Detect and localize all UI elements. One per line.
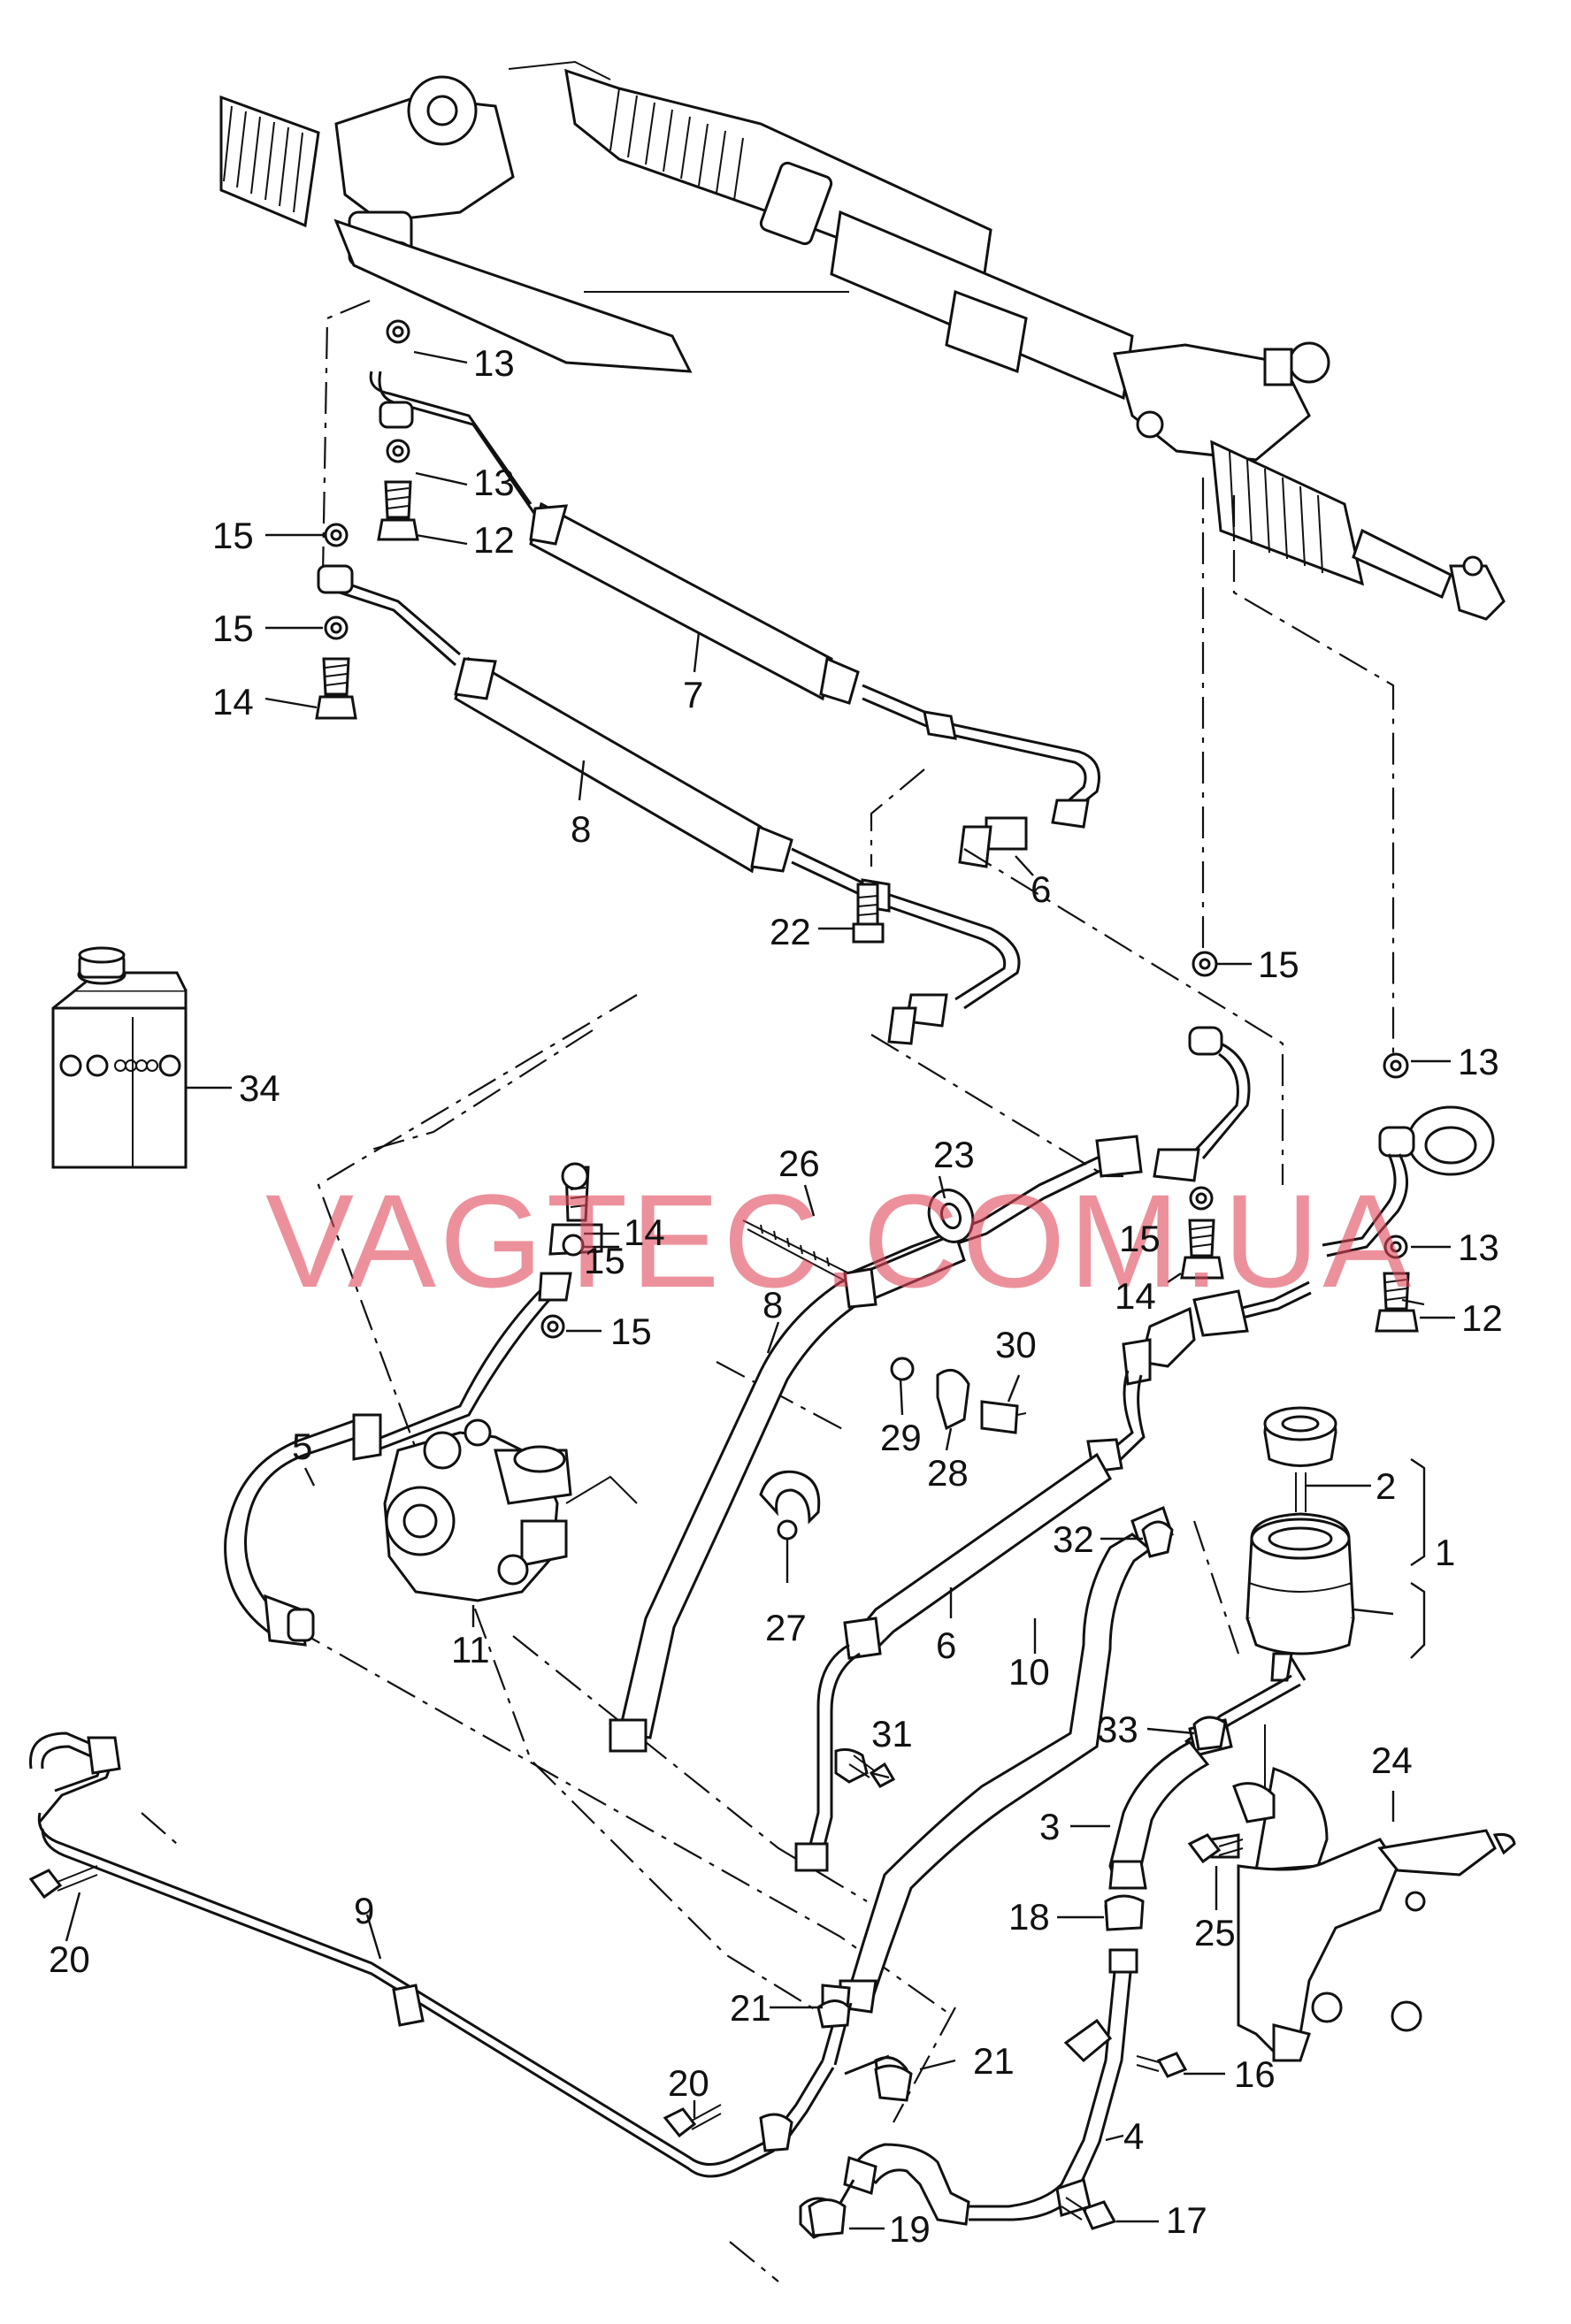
label-14: 14 — [1115, 1275, 1156, 1317]
fitting-stack-left — [315, 319, 419, 720]
label-13: 13 — [1458, 1227, 1499, 1268]
alignment-lines — [141, 299, 1395, 2282]
label-15: 15 — [584, 1240, 625, 1281]
line-4 — [799, 1948, 1138, 2239]
label-11: 11 — [451, 1629, 490, 1670]
label-22: 22 — [770, 911, 811, 952]
label-25: 25 — [1194, 1912, 1236, 1953]
fitting-stack-far-right — [1322, 1052, 1495, 1333]
fluid-can — [51, 946, 188, 1169]
bolt-17 — [1061, 2197, 1117, 2230]
line-10 — [839, 1505, 1174, 2014]
bolt-16 — [1136, 2052, 1188, 2078]
fitting-stack-right — [1153, 951, 1251, 1280]
label-10: 10 — [1008, 1651, 1050, 1693]
rack-valve-housing-right — [1113, 341, 1330, 462]
label-34: 34 — [239, 1067, 280, 1109]
steering-rack — [219, 60, 1506, 621]
line-9-cooler — [29, 1732, 908, 2178]
label-20: 20 — [668, 2062, 709, 2104]
label-28: 28 — [927, 1452, 969, 1494]
clamp-32 — [1141, 1520, 1174, 1558]
rack-bellows-left — [219, 95, 320, 228]
bolt-22 — [852, 883, 885, 944]
can-logo-seat — [158, 1054, 181, 1077]
label-19: 19 — [889, 2208, 931, 2250]
bolt-25 — [1187, 1833, 1244, 1864]
reservoir-bracket — [1210, 1724, 1516, 2062]
label-27: 27 — [765, 1607, 807, 1648]
clamp-27 — [759, 1470, 821, 1540]
label-1: 1 — [1435, 1532, 1455, 1573]
clip-26 — [742, 1219, 877, 1309]
label-23: 23 — [933, 1134, 975, 1175]
label-5: 5 — [292, 1426, 312, 1467]
clamp-21 — [816, 1999, 913, 2102]
part-number-labels: 13 13 12 15 15 14 7 8 6 22 15 13 13 12 3… — [49, 342, 1503, 2250]
label-4: 4 — [1123, 2115, 1144, 2157]
rack-body-main — [564, 68, 1134, 401]
label-13: 13 — [473, 462, 515, 503]
label-8: 8 — [571, 808, 591, 850]
line-6-lower — [794, 1280, 1312, 1872]
steering-pump — [383, 1418, 638, 1602]
bolt-20-right — [663, 2104, 722, 2138]
reservoir — [1245, 1512, 1355, 1682]
label-15: 15 — [212, 515, 254, 556]
pump-line-5 — [224, 1162, 603, 1647]
can-logo-vw — [59, 1054, 82, 1077]
label-17: 17 — [1166, 2199, 1207, 2241]
clamp-28-29-30 — [890, 1357, 1027, 1434]
label-9: 9 — [354, 1890, 374, 1931]
label-26: 26 — [778, 1143, 820, 1184]
label-21: 21 — [973, 2040, 1015, 2082]
label-6: 6 — [936, 1625, 956, 1666]
label-29: 29 — [880, 1417, 922, 1458]
label-14: 14 — [624, 1212, 665, 1253]
label-33: 33 — [1097, 1709, 1138, 1750]
watermark: VAGTEC.COM.UA — [265, 1166, 1414, 1315]
label-16: 16 — [1234, 2053, 1276, 2095]
clamp-18 — [1104, 1894, 1145, 1931]
label-15: 15 — [212, 608, 254, 649]
label-15: 15 — [1258, 944, 1299, 985]
label-31: 31 — [871, 1713, 913, 1754]
line-8-lower — [609, 1135, 1143, 1753]
label-15: 15 — [610, 1311, 652, 1352]
rack-bellows-right — [1210, 440, 1506, 621]
clamp-19 — [808, 2198, 847, 2237]
label-18: 18 — [1008, 1896, 1050, 1938]
label-14: 14 — [212, 681, 254, 722]
label-21: 21 — [730, 1987, 771, 2029]
label-20: 20 — [49, 1938, 90, 1980]
label-7: 7 — [683, 674, 703, 715]
can-logo-skoda — [86, 1054, 109, 1077]
label-32: 32 — [1053, 1518, 1094, 1560]
label-2: 2 — [1376, 1465, 1396, 1507]
line-8-upper — [333, 577, 1021, 1045]
label-3: 3 — [1039, 1806, 1060, 1847]
label-13: 13 — [1458, 1041, 1499, 1082]
label-13: 13 — [473, 342, 515, 384]
clamp-33 — [1192, 1716, 1227, 1751]
label-12: 12 — [473, 519, 515, 561]
leader-lines — [65, 350, 1455, 2230]
grommet-23 — [927, 1189, 975, 1243]
label-15: 15 — [1119, 1218, 1161, 1259]
label-8: 8 — [763, 1284, 783, 1326]
label-24: 24 — [1371, 1739, 1413, 1781]
label-30: 30 — [995, 1324, 1037, 1365]
label-12: 12 — [1461, 1297, 1503, 1339]
line-7 — [369, 371, 1100, 868]
label-6: 6 — [1031, 868, 1051, 910]
reservoir-cap — [1263, 1406, 1337, 1512]
bolt-20-left — [28, 1865, 98, 1900]
rack-tube-left — [333, 218, 693, 373]
